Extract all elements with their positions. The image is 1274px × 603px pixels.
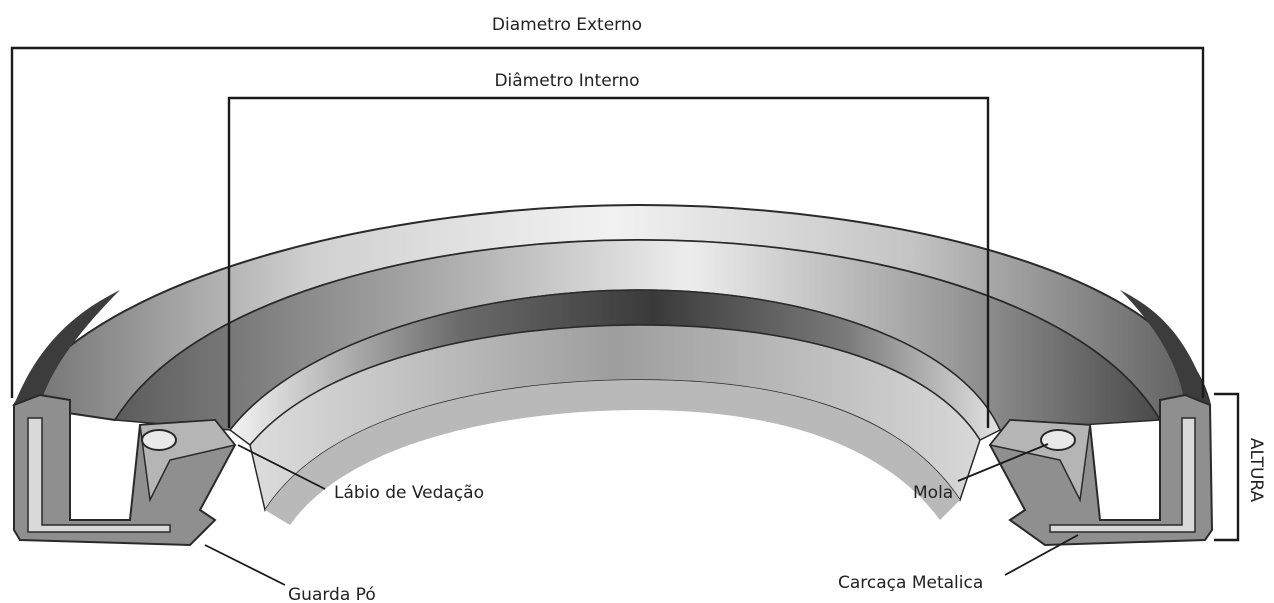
right-cross-section (988, 393, 1214, 547)
metal-case-label: Carcaça Metalica (838, 573, 983, 593)
seal-ring (12, 203, 1212, 525)
ring-bore-shadow (265, 380, 960, 525)
height-label: ALTURA (1246, 438, 1266, 503)
inner-diameter-label: Diâmetro Interno (494, 71, 639, 91)
ring-dark-rim-left (14, 290, 120, 405)
right-spring-icon (1040, 429, 1076, 451)
spring-label: Mola (913, 483, 953, 503)
dust-guard-label: Guarda Pó (288, 585, 376, 603)
spring-leader (957, 443, 1049, 482)
ring-dark-rim-right (1120, 290, 1210, 405)
dust-guard-leader (204, 544, 286, 586)
height-bracket (1214, 392, 1240, 542)
metal-case-leader (1004, 534, 1079, 576)
left-cross-section (13, 393, 237, 547)
sealing-lip-label: Lábio de Vedação (334, 483, 484, 503)
left-spring-icon (141, 429, 177, 451)
inner-diameter-line (227, 96, 990, 428)
outer-diameter-label: Diametro Externo (492, 15, 642, 35)
sealing-lip-leader (237, 444, 326, 490)
right-metal-case (1049, 417, 1196, 533)
left-metal-case (27, 417, 171, 533)
outer-diameter-line (10, 46, 1205, 398)
